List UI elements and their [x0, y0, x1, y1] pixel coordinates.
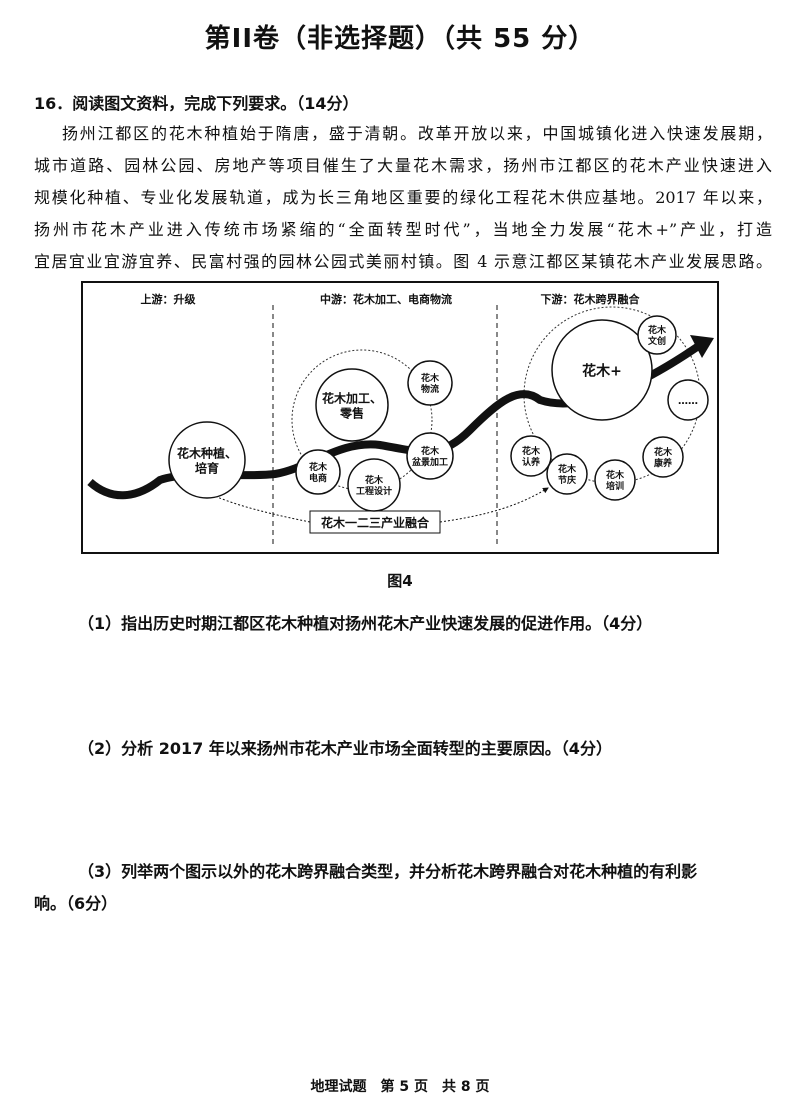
- node-label-wellness: 康养: [654, 457, 672, 469]
- node-label-processing: 零售: [339, 405, 364, 420]
- node-training: [594, 459, 636, 501]
- node-label-bonsai: 盆景加工: [411, 456, 448, 468]
- section-midstream: 中游：花木加工、电商物流: [320, 292, 452, 306]
- node-cultural: [637, 315, 677, 355]
- paragraph-line: 扬州江都区的花木种植始于隋唐，盛于清朝。改革开放以来，中国城镇化进入快速发展期，: [62, 124, 772, 143]
- sub-question-3: （3）列举两个图示以外的花木跨界融合类型，并分析花木跨界融合对花木种植的有利影: [78, 862, 698, 881]
- node-label-ecommerce: 花木: [309, 461, 328, 473]
- node-label-training: 花木: [606, 469, 625, 481]
- section-upstream: 上游：升级: [141, 292, 197, 306]
- node-wellness: [642, 436, 684, 478]
- node-plus: [551, 319, 653, 421]
- node-label-planting: 花木种植、: [177, 445, 237, 460]
- sub-question-2: （2）分析 2017 年以来扬州市花木产业市场全面转型的主要原因。（4分）: [78, 739, 612, 758]
- section-title: 第II卷（非选择题）（共 55 分）: [204, 24, 596, 54]
- node-label-processing: 花木加工、: [322, 390, 382, 405]
- sub-question-1: （1）指出历史时期江都区花木种植对扬州花木产业快速发展的促进作用。（4分）: [78, 614, 653, 633]
- node-planting: [168, 421, 246, 499]
- question-heading: 16．阅读图文资料，完成下列要求。（14分）: [34, 94, 359, 113]
- node-festival: [546, 453, 588, 495]
- figure-caption: 图4: [387, 572, 413, 590]
- node-label-bonsai: 花木: [421, 445, 440, 457]
- node-ecommerce: [295, 449, 341, 495]
- paragraph-line: 规模化种植、专业化发展轨道，成为长三角地区重要的绿化工程花木供应基地。2017 …: [34, 188, 772, 207]
- node-label-logistics: 花木: [421, 372, 440, 384]
- node-label-training: 培训: [606, 480, 624, 492]
- node-label-engineering: 工程设计: [356, 485, 392, 497]
- node-label-adopt: 认养: [522, 456, 540, 468]
- node-label-more: ……: [678, 396, 698, 407]
- node-label-logistics: 物流: [421, 383, 439, 395]
- node-label-festival: 花木: [558, 463, 577, 475]
- page-footer: 地理试题 第 5 页 共 8 页: [310, 1079, 490, 1095]
- paragraph-line: 扬州市花木产业进入传统市场紧缩的“全面转型时代”，当地全力发展“花木+”产业，打…: [34, 220, 772, 239]
- node-label-cultural: 花木: [648, 324, 667, 336]
- node-engineering: [347, 458, 401, 512]
- node-label-cultural: 文创: [647, 335, 666, 347]
- node-label-planting: 培育: [195, 460, 219, 475]
- node-label-wellness: 花木: [654, 446, 673, 458]
- paragraph-line: 城市道路、园林公园、房地产等项目催生了大量花木需求，扬州市江都区的花木产业快速进…: [34, 156, 772, 175]
- node-processing: [315, 368, 389, 442]
- section-downstream: 下游：花木跨界融合: [541, 292, 641, 306]
- sub-question-3-cont: 响。（6分）: [34, 894, 118, 913]
- node-label-ecommerce: 电商: [309, 472, 327, 484]
- paragraph-line: 宜居宜业宜游宜养、民富村强的园林公园式美丽村镇。图 4 示意江都区某镇花木产业发…: [34, 252, 772, 271]
- node-label-engineering: 花木: [365, 474, 384, 486]
- node-logistics: [407, 360, 453, 406]
- node-label-plus: 花木+: [582, 363, 622, 380]
- node-more: [667, 379, 709, 421]
- node-adopt: [510, 435, 552, 477]
- node-bonsai: [406, 432, 454, 480]
- arrow-head-icon: [690, 335, 714, 358]
- node-label-festival: 节庆: [558, 474, 576, 486]
- fusion-label: 花木一二三产业融合: [321, 515, 430, 530]
- node-label-adopt: 花木: [522, 445, 541, 457]
- development-curve: [87, 341, 703, 500]
